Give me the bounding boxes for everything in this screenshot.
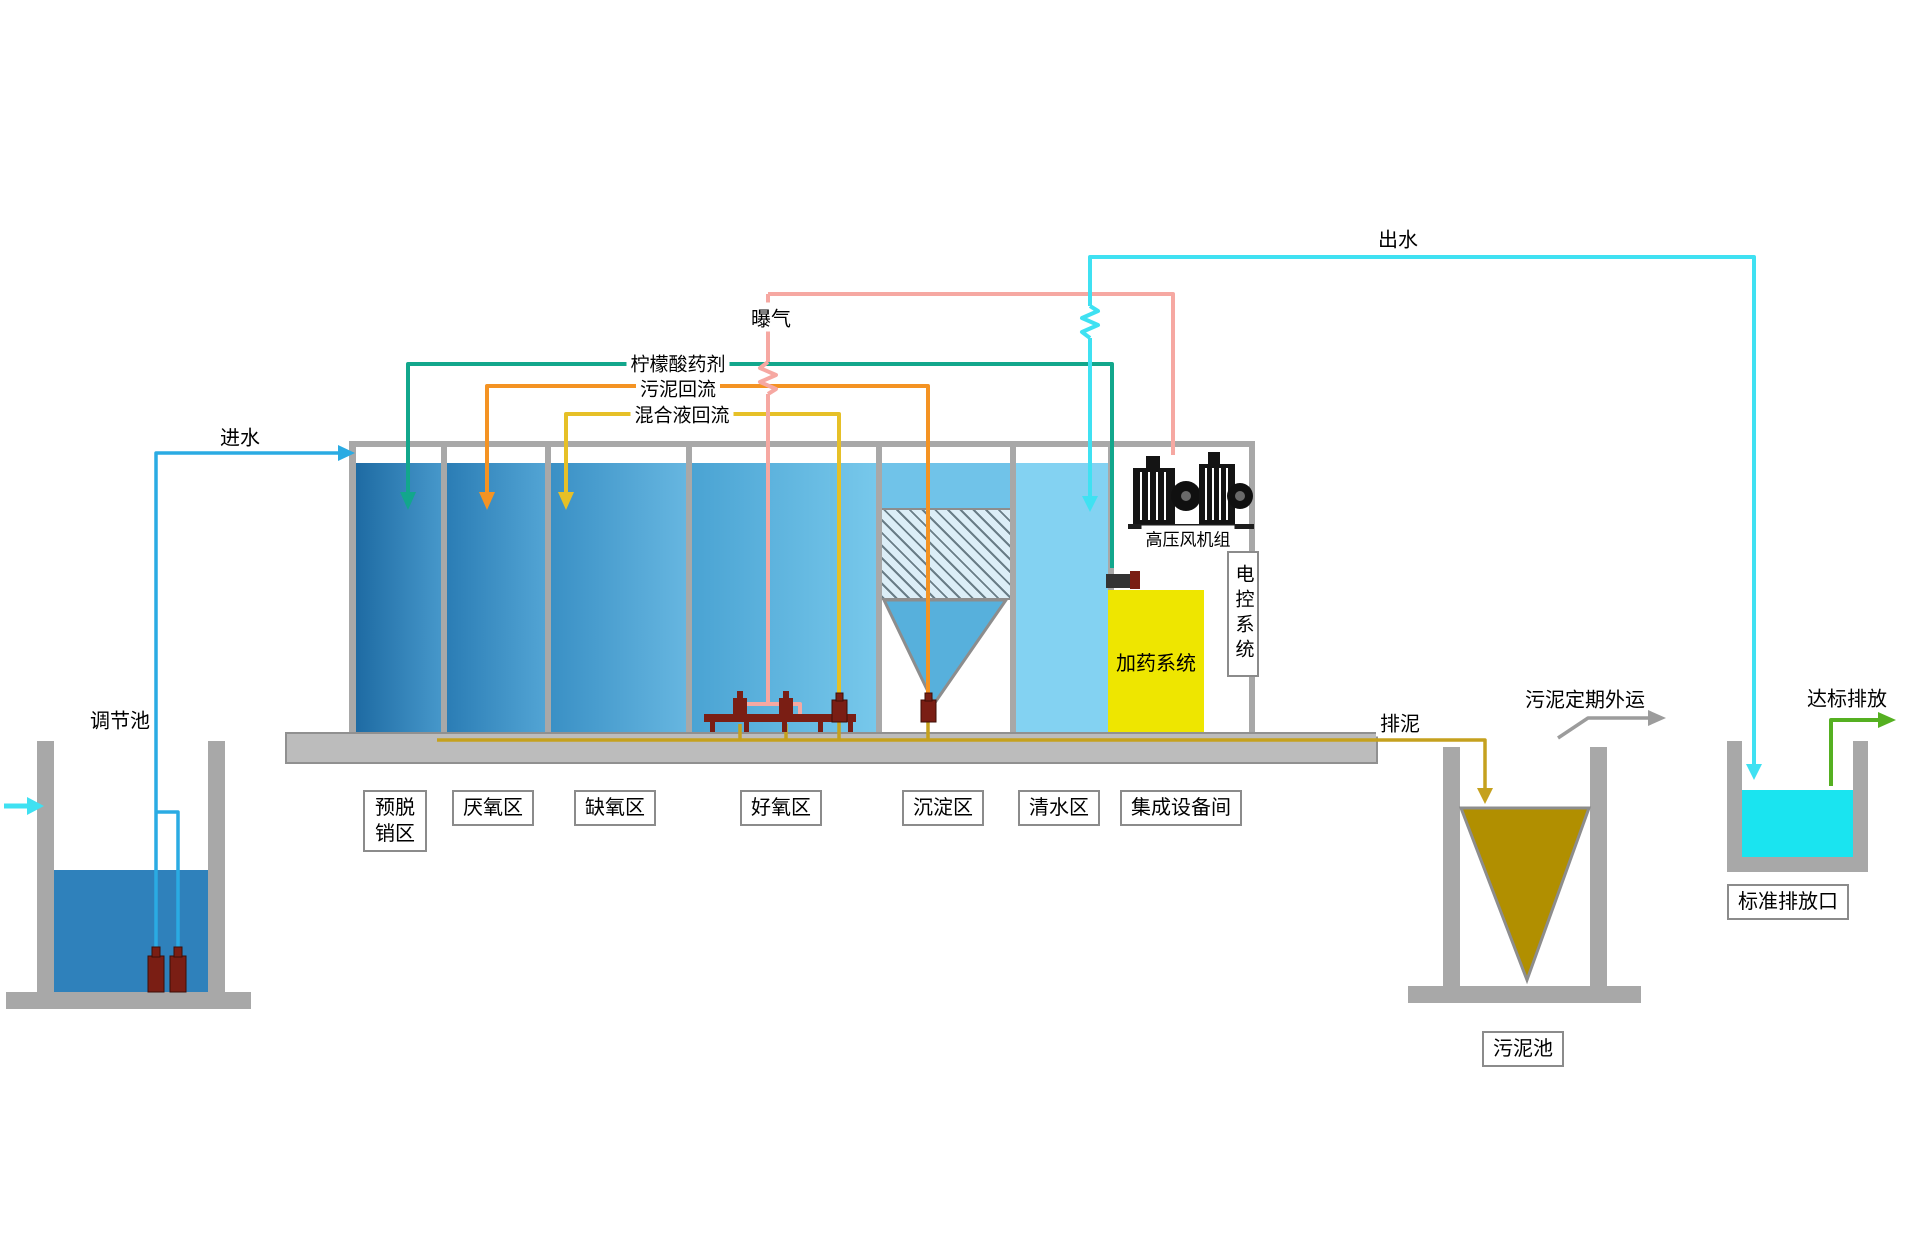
aeration-label: 曝气 <box>747 302 795 332</box>
tank-left-wall <box>349 441 356 732</box>
regulating-tank-label: 调节池 <box>90 710 150 733</box>
dosing-system-box: 加药系统 <box>1108 590 1204 732</box>
influent-label: 进水 <box>220 427 260 450</box>
control-system-label: 电控系统 <box>1232 564 1254 664</box>
outlet-tank-water <box>1742 790 1853 857</box>
regulating-tank-water <box>54 870 208 992</box>
outlet-tank-left-wall <box>1727 741 1742 858</box>
blower-unit-label: 高压风机组 <box>1141 525 1235 551</box>
sludge-return-label: 污泥回流 <box>635 374 721 402</box>
sludge-tank-bottom <box>1408 986 1641 1003</box>
sludge-transport-arrow <box>1557 716 1650 740</box>
sludge-tank-right-wall <box>1590 747 1607 986</box>
zone-label-anoxic: 缺氧区 <box>574 790 656 826</box>
tank-divider-1 <box>441 441 447 732</box>
sludge-tank-left-wall <box>1443 747 1460 986</box>
zone-anaerobic-water <box>447 463 545 732</box>
regulating-tank-bottom <box>6 992 251 1009</box>
zone-label-clearwater: 清水区 <box>1018 790 1100 826</box>
regulating-tank-right-wall <box>208 741 225 992</box>
zone-label-aerobic: 好氧区 <box>740 790 822 826</box>
lamella-settler-module <box>882 508 1010 600</box>
zone-label-equipment-room: 集成设备间 <box>1120 790 1242 826</box>
blower-icons <box>1128 452 1254 529</box>
effluent-arrow-outlet <box>1746 764 1762 780</box>
zone-clearwater-water <box>1016 463 1108 732</box>
zone-pre-denitrification-water <box>356 463 441 732</box>
tank-divider-5 <box>1010 441 1016 732</box>
zone-label-pre-denitrification: 预脱销区 <box>363 790 427 852</box>
regulating-tank-left-wall <box>37 741 54 992</box>
compliant-discharge-arrowhead <box>1878 712 1896 728</box>
sludge-transport-label: 污泥定期外运 <box>1525 689 1645 712</box>
dosing-system-label: 加药系统 <box>1116 652 1196 675</box>
sludge-tank-label: 污泥池 <box>1482 1031 1564 1067</box>
tank-divider-2 <box>545 441 551 732</box>
zone-anoxic-water <box>551 463 686 732</box>
sludge-discharge-label: 排泥 <box>1376 707 1424 737</box>
standard-outlet-label: 标准排放口 <box>1727 884 1849 920</box>
hopper-pump <box>920 692 937 723</box>
zone-label-anaerobic: 厌氧区 <box>452 790 534 826</box>
outlet-tank-right-wall <box>1853 741 1868 858</box>
zone-aerobic-water <box>692 463 876 732</box>
tank-divider-4 <box>876 441 882 732</box>
sludge-discharge-arrow <box>1477 788 1493 804</box>
control-system-box: 电控系统 <box>1227 551 1259 677</box>
outlet-tank-bottom <box>1727 857 1868 872</box>
compliant-discharge-label: 达标排放 <box>1807 688 1887 711</box>
tank-base-platform <box>285 732 1378 764</box>
zone-label-sedimentation: 沉淀区 <box>902 790 984 826</box>
mixed-return-label: 混合液回流 <box>630 400 734 428</box>
sludge-fill <box>1458 806 1592 985</box>
sedimentation-funnel <box>881 598 1009 707</box>
tank-top-rim <box>349 441 1255 447</box>
effluent-label: 出水 <box>1378 229 1418 252</box>
citric-acid-label: 柠檬酸药剂 <box>626 349 730 377</box>
sludge-transport-arrowhead <box>1648 710 1666 726</box>
tank-divider-3 <box>686 441 692 732</box>
